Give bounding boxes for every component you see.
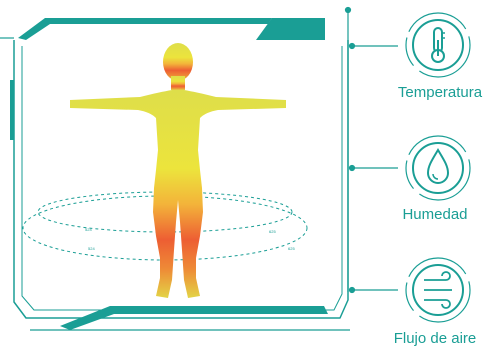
water-drop-icon	[406, 136, 470, 200]
svg-text:625: 625	[269, 229, 276, 234]
window-dots	[56, 29, 78, 33]
thermometer-icon	[406, 13, 470, 77]
connector-lines	[346, 8, 399, 293]
svg-text:524: 524	[85, 227, 92, 232]
temperature-label: Temperatura	[385, 84, 495, 101]
humidity-label: Humedad	[380, 206, 490, 223]
human-body	[70, 43, 286, 298]
svg-text:524: 524	[88, 246, 95, 251]
svg-text:625: 625	[288, 246, 295, 251]
air-flow-icon	[406, 258, 470, 322]
air-flow-label: Flujo de aire	[380, 330, 490, 347]
